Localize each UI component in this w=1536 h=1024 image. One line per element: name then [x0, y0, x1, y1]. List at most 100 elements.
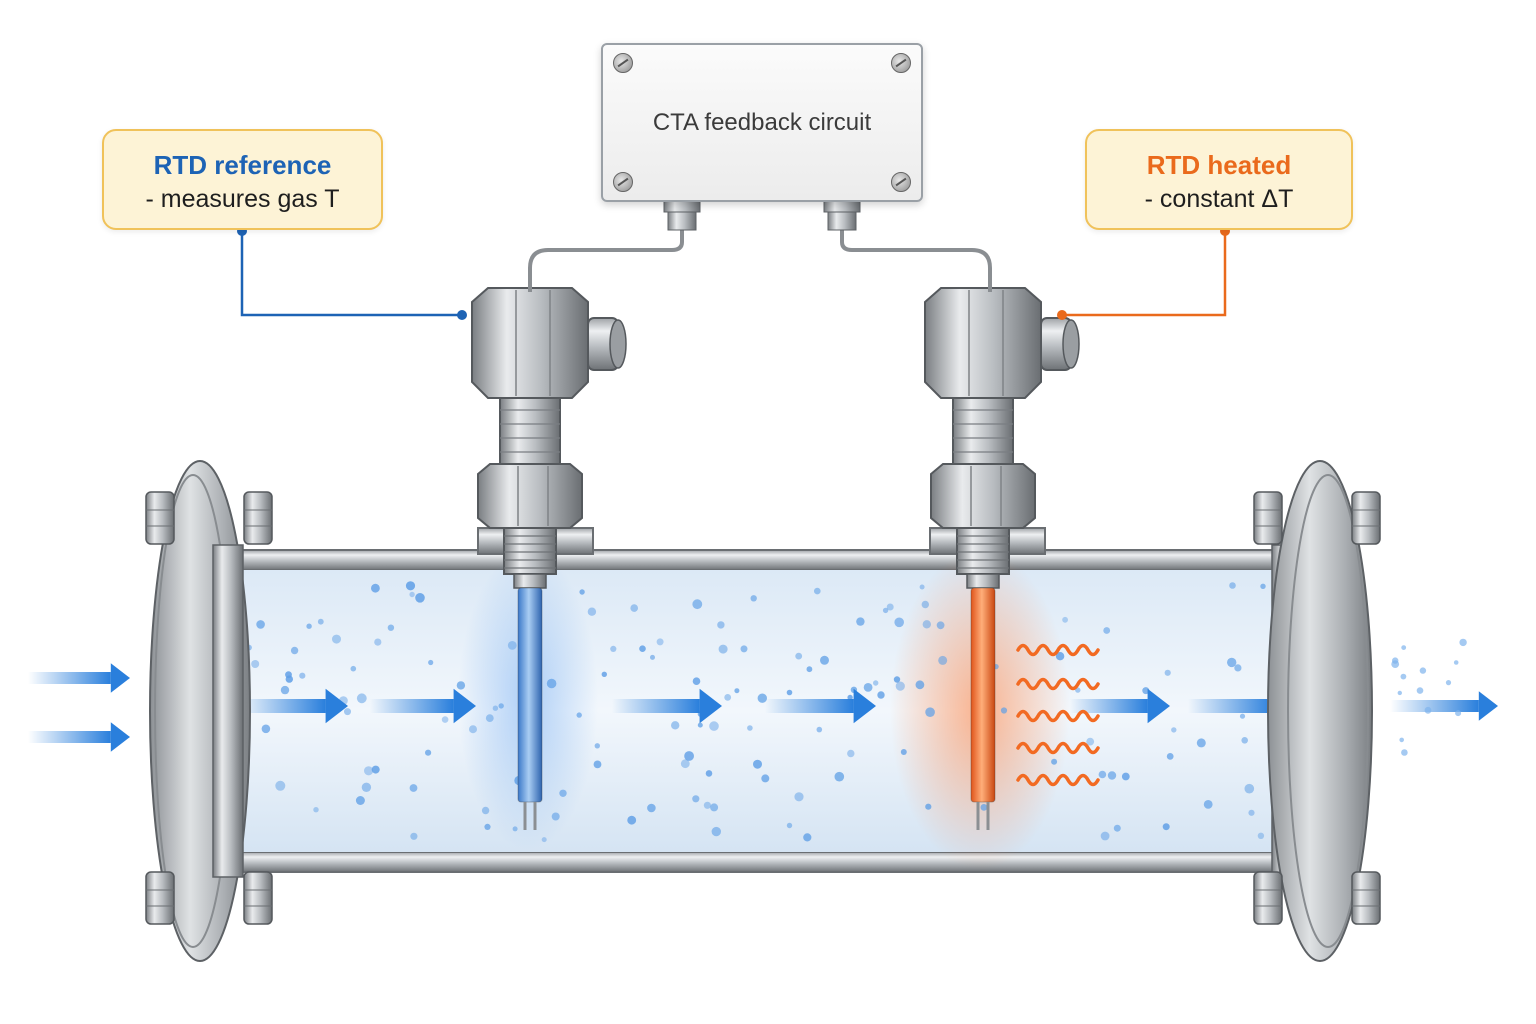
gas-particle	[317, 618, 324, 625]
gas-particle	[410, 832, 418, 840]
hex-nut-icon	[243, 871, 273, 925]
gas-particle	[1399, 737, 1404, 743]
gas-particle	[1416, 687, 1424, 694]
gas-particle	[747, 725, 753, 731]
gas-particle	[834, 771, 845, 782]
gas-particle	[481, 806, 490, 815]
gas-particle	[344, 708, 351, 716]
gas-particle	[280, 685, 290, 695]
reference-description: - measures gas T	[145, 185, 340, 213]
gas-particle	[1424, 706, 1432, 714]
gas-particle	[361, 782, 372, 792]
gas-particle	[275, 780, 286, 791]
gas-particle	[1397, 690, 1403, 696]
gas-particle	[1229, 582, 1236, 589]
gas-particle	[356, 693, 367, 704]
gas-particle	[786, 689, 793, 696]
gas-particle	[409, 784, 418, 792]
gas-particle	[724, 694, 732, 701]
gas-particle	[814, 587, 821, 595]
gas-particle	[680, 759, 690, 769]
gas-particle	[877, 691, 885, 699]
heat-wave-stroke	[1016, 773, 1100, 787]
gas-particle	[1248, 809, 1255, 816]
hex-nut-icon	[477, 463, 583, 529]
gas-particle	[816, 726, 823, 733]
heated-probe-rod	[970, 587, 996, 803]
gas-particle	[290, 646, 299, 655]
gas-particle	[1401, 749, 1408, 756]
gas-particle	[1445, 680, 1452, 686]
gas-particle	[703, 801, 712, 809]
gas-particle	[900, 749, 907, 755]
gas-particle	[371, 583, 380, 593]
gas-particle	[921, 600, 929, 609]
gas-particle	[692, 795, 700, 803]
gas-particle	[938, 655, 948, 665]
gas-particle	[425, 749, 432, 756]
flow-arrow-icon	[1390, 691, 1498, 721]
gas-particle	[671, 721, 680, 730]
gas-particle	[1203, 800, 1213, 809]
heated-callout: RTD heated - constant ΔT	[1085, 129, 1353, 230]
ref-cable	[528, 228, 684, 292]
gas-particle	[882, 607, 889, 614]
gas-particle	[1171, 727, 1177, 733]
sensor-neck	[952, 397, 1014, 465]
heat-wave-icon	[1016, 643, 1100, 787]
hex-nut-icon	[930, 463, 1036, 529]
heat-wave-stroke	[1016, 741, 1100, 755]
gas-particle	[374, 638, 382, 646]
gas-particle	[428, 659, 434, 666]
gas-particle	[873, 680, 879, 686]
gas-particle	[355, 796, 365, 805]
gas-particle	[895, 681, 905, 691]
cta-feedback-circuit-box: CTA feedback circuit	[601, 43, 923, 202]
gas-particle	[1419, 667, 1427, 674]
gas-particle	[786, 822, 793, 829]
gas-particle	[803, 833, 812, 842]
pipe-bottom-wall	[214, 851, 1306, 873]
gas-particle	[820, 655, 829, 665]
gas-particle	[718, 644, 728, 654]
external-flow-arrows	[28, 638, 1498, 756]
gas-particle	[761, 774, 770, 783]
gas-particle	[647, 803, 656, 813]
gas-particle	[847, 694, 853, 701]
gas-particle	[441, 716, 449, 723]
heated-title: RTD heated	[1146, 150, 1292, 180]
gas-particle	[717, 621, 725, 629]
flow-arrow-icon	[28, 722, 130, 752]
gas-particle	[469, 725, 477, 734]
gas-particle	[546, 678, 557, 689]
gas-particle	[350, 665, 357, 672]
hex-nut-icon	[145, 491, 175, 545]
gas-particle	[1142, 687, 1150, 695]
heat-wave-stroke	[1016, 709, 1100, 723]
reference-leader-line	[237, 226, 467, 320]
gas-particle	[980, 804, 988, 811]
hex-nut-icon	[145, 871, 175, 925]
heat-wave-stroke	[1016, 677, 1100, 691]
gas-particle	[639, 645, 646, 652]
sensor-thread	[956, 527, 1010, 575]
gas-particle	[893, 676, 901, 683]
sensor-head	[471, 287, 589, 399]
gas-particle	[364, 766, 374, 776]
gas-particle	[1113, 824, 1121, 832]
gas-particle	[256, 620, 265, 629]
gas-particle	[332, 634, 341, 644]
gas-particle	[656, 638, 664, 646]
gas-particle	[313, 807, 319, 813]
gas-particle	[1051, 758, 1058, 765]
reference-sensor	[471, 287, 627, 830]
gas-particle	[306, 623, 312, 629]
gas-particle	[1227, 657, 1237, 668]
gas-particle	[1257, 832, 1265, 839]
gas-particle	[492, 705, 499, 711]
gas-particle	[919, 584, 925, 590]
gas-particle	[551, 812, 560, 821]
gas-particle	[915, 680, 925, 690]
gas-particle	[485, 714, 494, 722]
gas-particle	[299, 672, 306, 679]
